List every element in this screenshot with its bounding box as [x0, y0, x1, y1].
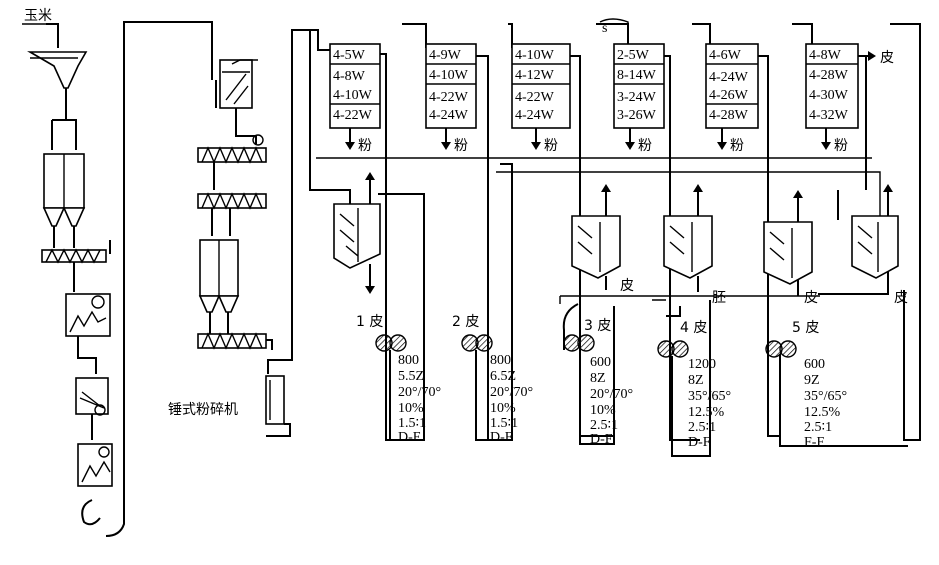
- mill-spec: 8Z: [590, 371, 606, 386]
- flour-label: 粉: [638, 138, 652, 154]
- screen-text: 4-8W: [809, 48, 842, 63]
- top-mark: s: [602, 21, 607, 36]
- mill-spec: 10%: [490, 401, 516, 416]
- screen-text: 4-22W: [333, 108, 373, 123]
- mill-spec: 10%: [398, 401, 424, 416]
- screen-text: 4-12W: [515, 68, 555, 83]
- separator-output: 皮: [804, 290, 818, 306]
- screen-text: 4-32W: [809, 108, 849, 123]
- mill-spec: 800: [398, 353, 419, 368]
- separator-output: 皮: [894, 290, 908, 306]
- mill-spec: 800: [490, 353, 511, 368]
- bran-output-label: 皮: [880, 50, 894, 66]
- flour-label: 粉: [544, 138, 558, 154]
- screen-text: 4-26W: [709, 88, 749, 103]
- mill-loops: [378, 163, 908, 457]
- screen-text: 4-22W: [429, 90, 469, 105]
- mill-spec: 600: [590, 355, 611, 370]
- screen-text: 3-26W: [617, 108, 657, 123]
- mill-spec: 2.5∶1: [590, 418, 618, 433]
- mill-spec: D-F: [688, 435, 711, 450]
- separator-output: 皮: [620, 278, 634, 294]
- screen-text: 4-24W: [709, 70, 749, 85]
- flour-label: 粉: [454, 138, 468, 154]
- mill-name: 3 皮: [584, 318, 611, 334]
- sifter-boxes: [329, 18, 876, 150]
- flour-label: 粉: [358, 138, 372, 154]
- mill-spec: 2.5∶1: [688, 420, 716, 435]
- screen-text: 4-10W: [515, 48, 555, 63]
- screen-text: 4-24W: [429, 108, 469, 123]
- separator-output: 胚: [712, 290, 726, 306]
- mill-spec: 9Z: [804, 373, 820, 388]
- flour-label: 粉: [834, 138, 848, 154]
- screen-text: 4-10W: [333, 88, 373, 103]
- mill-name: 4 皮: [680, 320, 707, 336]
- input-label: 玉米: [24, 8, 52, 24]
- mill-spec: 12.5%: [804, 405, 841, 420]
- mill-spec: 1200: [688, 357, 716, 372]
- mill-spec: 1.5∶1: [398, 416, 426, 431]
- mill-spec: 10%: [590, 403, 616, 418]
- cleaning-section: [197, 29, 310, 437]
- intake-section: [22, 21, 213, 537]
- mill-spec: 6.5Z: [490, 369, 516, 384]
- screen-text: 4-8W: [333, 69, 366, 84]
- screen-text: 8-14W: [617, 68, 657, 83]
- text-labels: 玉米 锤式粉碎机 4-5W 4-8W 4-10W 4-22W 粉 4-9W 4-…: [24, 8, 908, 450]
- mill-name: 2 皮: [452, 314, 479, 330]
- mill-spec: D-F: [490, 430, 513, 445]
- mill-spec: 600: [804, 357, 825, 372]
- roller-pairs: [375, 334, 797, 358]
- mill-spec: D-F: [590, 432, 613, 447]
- mill-spec: 20°/70°: [398, 385, 441, 400]
- mill-spec: 20°/70°: [590, 387, 633, 402]
- mill-name: 1 皮: [356, 314, 383, 330]
- mill-spec: 5.5Z: [398, 369, 424, 384]
- screen-text: 4-28W: [709, 108, 749, 123]
- mill-spec: 12.5%: [688, 405, 725, 420]
- mill-spec: 1.5∶1: [490, 416, 518, 431]
- screen-text: 4-10W: [429, 68, 469, 83]
- mill-spec: 35°/65°: [804, 389, 847, 404]
- mill-spec: F-F: [804, 435, 824, 450]
- screen-text: 4-5W: [333, 48, 366, 63]
- screen-text: 4-28W: [809, 68, 849, 83]
- flour-label: 粉: [730, 138, 744, 154]
- screen-text: 4-9W: [429, 48, 462, 63]
- mill-spec: D-F: [398, 430, 421, 445]
- hammer-mill-label: 锤式粉碎机: [168, 402, 238, 418]
- mill-spec: 35°/65°: [688, 389, 731, 404]
- screen-text: 4-22W: [515, 90, 555, 105]
- mill-spec: 2.5∶1: [804, 420, 832, 435]
- screen-text: 4-30W: [809, 88, 849, 103]
- separators: [333, 172, 899, 296]
- mill-name: 5 皮: [792, 320, 819, 336]
- screen-text: 4-6W: [709, 48, 742, 63]
- mill-spec: 20°/70°: [490, 385, 533, 400]
- screen-text: 2-5W: [617, 48, 650, 63]
- mill-spec: 8Z: [688, 373, 704, 388]
- screen-text: 3-24W: [617, 90, 657, 105]
- screen-text: 4-24W: [515, 108, 555, 123]
